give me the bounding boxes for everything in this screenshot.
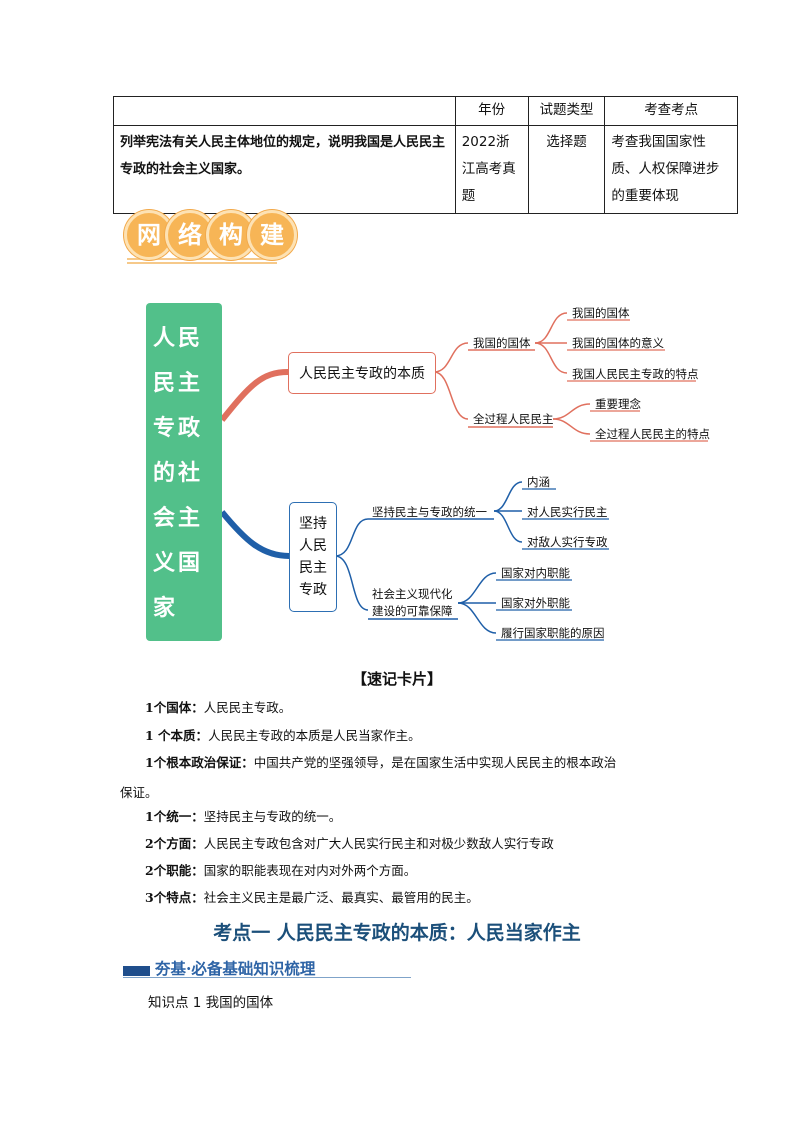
point-cell: 考查我国国家性质、人权保障进步的重要体现: [604, 125, 738, 214]
flashcard-key: 2个方面：: [145, 836, 204, 851]
flashcard-key: 2个职能：: [145, 863, 204, 878]
leaf-label: 重要理念: [595, 397, 641, 411]
branch-uphold-line: 人民: [299, 538, 327, 554]
banner-underline: [127, 262, 277, 264]
flashcard-text: 中国共产党的坚强领导，是在国家生活中实现人民民主的根本政治: [253, 755, 617, 770]
requirement-table: 年份 试题类型 考查考点 列举宪法有关人民主体地位的规定，说明我国是人民民主专政…: [113, 96, 738, 214]
branch-uphold: 坚持 人民 民主 专政: [289, 502, 337, 612]
root-line: 专政: [153, 416, 204, 441]
flashcard-key: 1个根本政治保证：: [145, 755, 254, 770]
leaf-label: 我国的国体: [572, 306, 630, 320]
branch-uphold-line: 民主: [299, 560, 327, 576]
mindmap-root: [146, 303, 222, 641]
subtitle-marker: [123, 966, 150, 976]
subtitle-underline: [123, 977, 411, 978]
year-cell: 2022浙江高考真题: [454, 125, 529, 214]
flashcard-text: 社会主义民主是最广泛、最真实、最管用的民主。: [203, 890, 479, 905]
flashcard-key: 1 个本质：: [145, 728, 209, 743]
root-line: 的社: [153, 461, 204, 486]
group-label: 社会主义现代化 建设的可靠保障: [372, 586, 453, 620]
flashcard-text: 坚持民主与专政的统一。: [203, 809, 342, 824]
leaf-label: 我国人民民主专政的特点: [572, 367, 699, 381]
flashcard-item: 2个职能：国家的职能表现在对内对外两个方面。: [145, 857, 705, 884]
leaf-label: 全过程人民民主的特点: [595, 427, 710, 441]
knowledge-point: 知识点 1 我国的国体: [148, 995, 274, 1011]
leaf-label: 履行国家职能的原因: [501, 626, 605, 640]
section-title: 考点一 人民民主专政的本质：人民当家作主: [213, 922, 581, 944]
flashcard-item: 1 个本质：人民民主专政的本质是人民当家作主。: [145, 722, 705, 749]
leaf-label: 对人民实行民主: [527, 505, 608, 519]
leaf-label: 内涵: [527, 475, 550, 489]
leaf-label: 国家对外职能: [501, 596, 570, 610]
mindmap-root-label: 人民 民主 专政 的社 会主 义国 家: [153, 316, 209, 631]
flashcard-item: 2个方面：人民民主专政包含对广大人民实行民主和对极少数敌人实行专政: [145, 830, 705, 857]
banner-underline: [127, 258, 277, 260]
group-label-line: 社会主义现代化: [372, 587, 453, 601]
banner-char: 网: [124, 210, 174, 260]
flashcard-title: 【速记卡片】: [351, 670, 442, 688]
leaf-label: 国家对内职能: [501, 566, 570, 580]
branch-essence: 人民民主专政的本质: [288, 352, 436, 394]
flashcard-text: 人民民主专政。: [203, 700, 292, 715]
root-line: 家: [153, 596, 179, 621]
root-line: 义国: [153, 551, 204, 576]
flashcard-key: 1个国体：: [145, 700, 204, 715]
flashcard-text: 人民民主专政的本质是人民当家作主。: [208, 728, 421, 743]
banner-char: 建: [247, 210, 297, 260]
flashcard-key: 1个统一：: [145, 809, 204, 824]
group-label: 全过程人民民主: [473, 412, 554, 426]
flashcard-item: 1个统一：坚持民主与专政的统一。: [145, 803, 705, 830]
group-label-line: 建设的可靠保障: [372, 604, 453, 618]
flashcard-text: 国家的职能表现在对内对外两个方面。: [203, 863, 417, 878]
branch-uphold-line: 坚持: [299, 516, 327, 532]
flashcard-item: 3个特点：社会主义民主是最广泛、最真实、最管用的民主。: [145, 884, 705, 911]
leaf-label: 对敌人实行专政: [527, 535, 608, 549]
section-subtitle: 夯基·必备基础知识梳理: [155, 959, 316, 978]
type-cell: 选择题: [527, 125, 606, 214]
leaf-label: 我国的国体的意义: [572, 336, 664, 350]
flashcard-text: 人民民主专政包含对广大人民实行民主和对极少数敌人实行专政: [203, 836, 554, 851]
flashcard-item: 1个根本政治保证：中国共产党的坚强领导，是在国家生活中实现人民民主的根本政治: [145, 749, 705, 776]
group-label: 我国的国体: [473, 336, 531, 350]
flashcard-key: 3个特点：: [145, 890, 204, 905]
group-label: 坚持民主与专政的统一: [372, 505, 487, 519]
root-line: 会主: [153, 506, 204, 531]
flashcard-item: 1个国体：人民民主专政。: [145, 694, 705, 721]
flashcard-continuation: 保证。: [120, 785, 158, 800]
branch-uphold-line: 专政: [299, 582, 327, 598]
header-cell-point: 考查考点: [604, 96, 738, 126]
root-line: 民主: [153, 371, 204, 396]
root-line: 人民: [153, 326, 204, 351]
requirement-cell: 列举宪法有关人民主体地位的规定，说明我国是人民民主专政的社会主义国家。: [113, 125, 456, 214]
